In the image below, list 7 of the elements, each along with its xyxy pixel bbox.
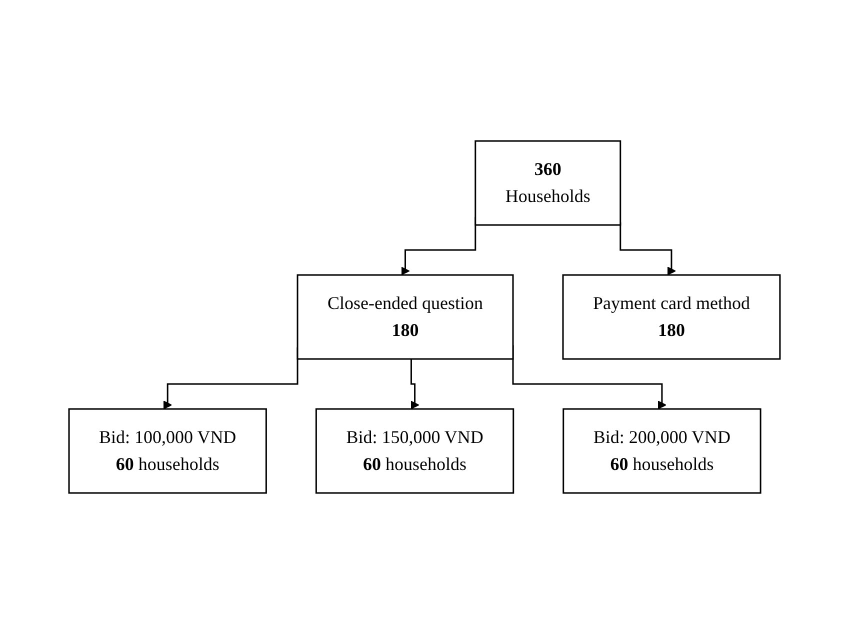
node-box: 360 Households [474,140,621,226]
node-box: Bid: 150,000 VND 60 households [314,408,514,494]
arrow [410,358,419,409]
node-box: Close-ended question 180 [296,274,514,360]
node-box: Payment card method 180 [562,274,780,360]
node-box: Bid: 100,000 VND 60 households [68,408,266,494]
node-box: Bid: 200,000 VND 60 households [562,408,761,494]
